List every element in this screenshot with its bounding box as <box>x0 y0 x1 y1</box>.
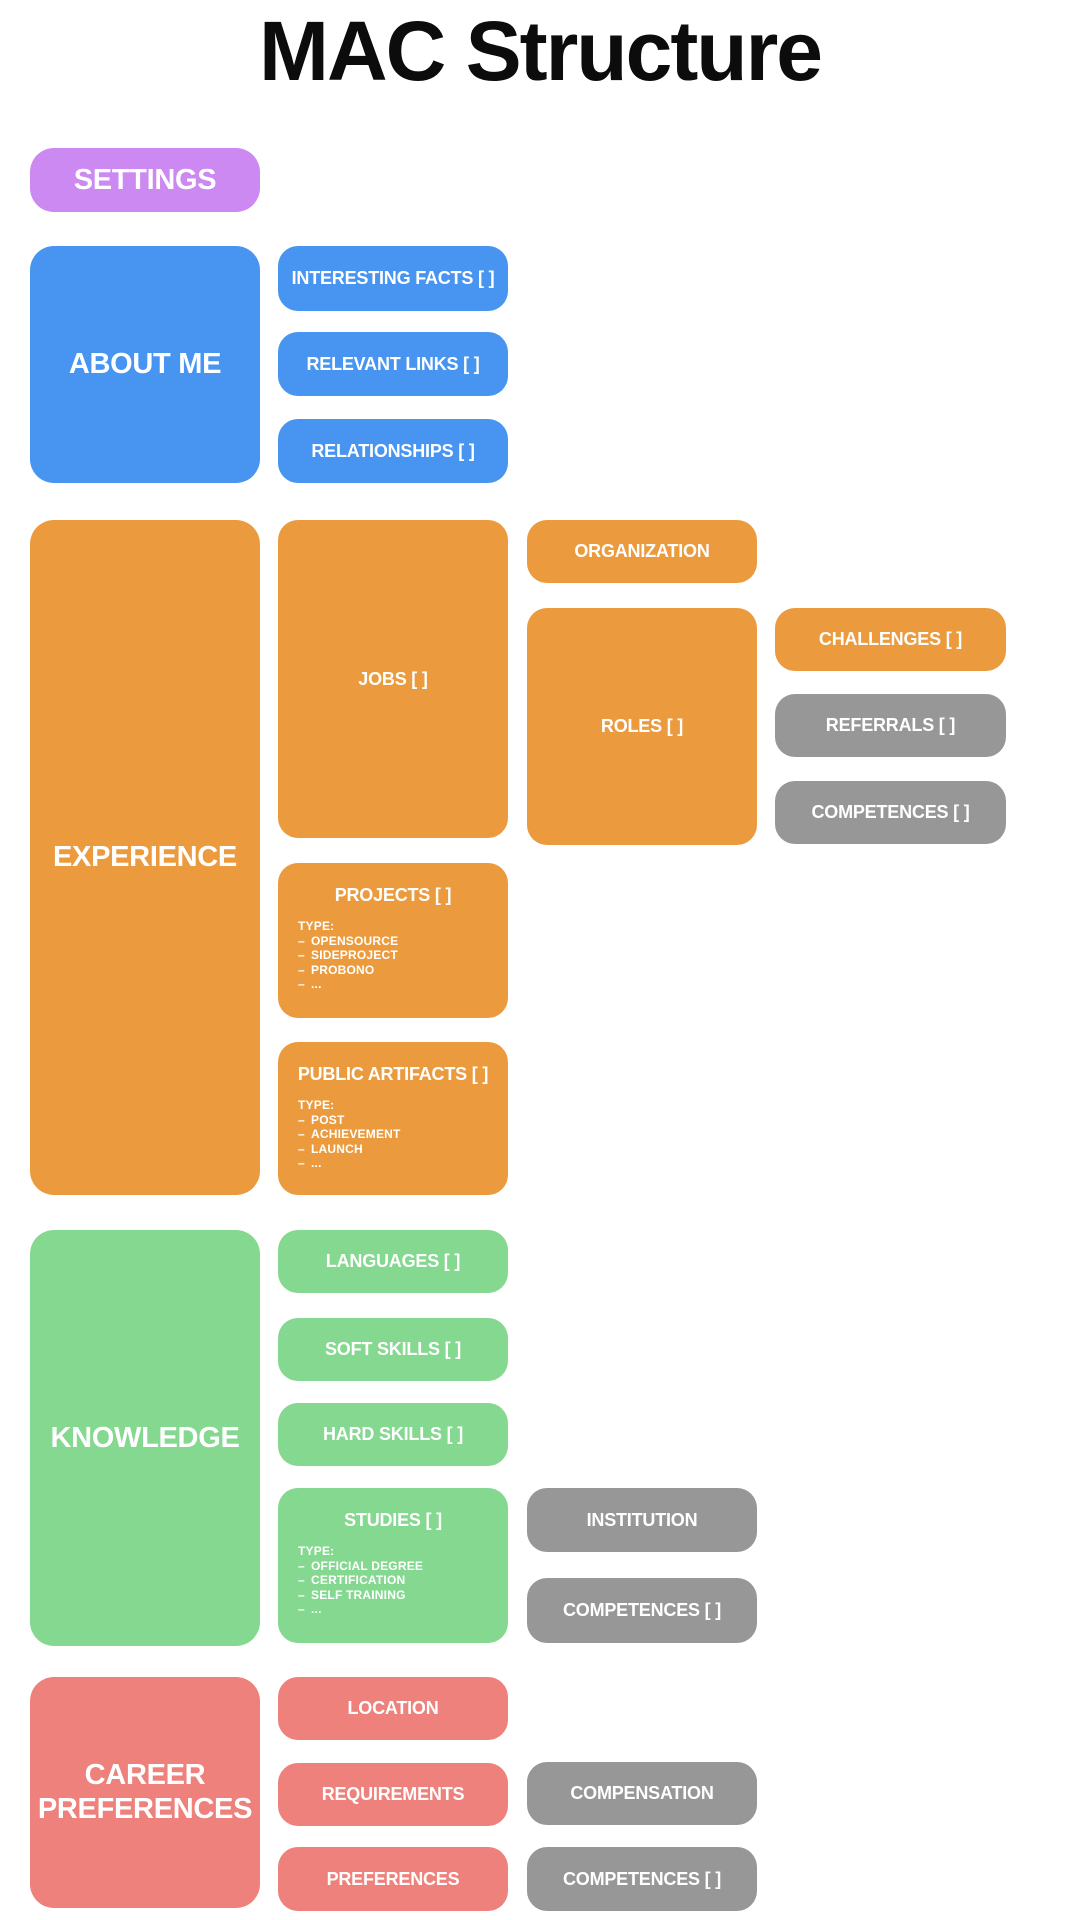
settings-label: SETTINGS <box>73 163 217 196</box>
roles-competences-label: COMPETENCES [ ] <box>811 802 970 822</box>
relevant-links-node: RELEVANT LINKS [ ] <box>278 332 508 396</box>
type-item: SELF TRAINING <box>298 1588 502 1603</box>
relevant-links-label: RELEVANT LINKS [ ] <box>306 353 480 374</box>
studies-competences-label: COMPETENCES [ ] <box>562 1600 721 1620</box>
location-node: LOCATION <box>278 1677 508 1740</box>
experience-label: EXPERIENCE <box>53 841 237 873</box>
requirements-node: REQUIREMENTS <box>278 1763 508 1826</box>
interesting-facts-node: INTERESTING FACTS [ ] <box>278 246 508 311</box>
requirements-competences-label: COMPETENCES [ ] <box>562 1868 721 1889</box>
organization-node: ORGANIZATION <box>527 520 757 583</box>
career-preferences-node: CAREER PREFERENCES <box>30 1677 260 1908</box>
roles-competences-node: COMPETENCES [ ] <box>775 781 1006 844</box>
languages-node: LANGUAGES [ ] <box>278 1230 508 1293</box>
relationships-node: RELATIONSHIPS [ ] <box>278 419 508 483</box>
relationships-label: RELATIONSHIPS [ ] <box>311 440 475 461</box>
roles-node: ROLES [ ] <box>527 608 757 845</box>
about-me-label: ABOUT ME <box>68 348 222 380</box>
type-item: PROBONO <box>298 963 502 978</box>
hard-skills-node: HARD SKILLS [ ] <box>278 1403 508 1466</box>
jobs-node: JOBS [ ] <box>278 520 508 838</box>
settings-node: SETTINGS <box>30 148 260 212</box>
compensation-node: COMPENSATION <box>527 1762 757 1825</box>
referrals-node: REFERRALS [ ] <box>775 694 1006 757</box>
requirements-label: REQUIREMENTS <box>321 1784 465 1804</box>
preferences-label: PREFERENCES <box>326 1868 460 1889</box>
studies-node: STUDIES [ ] TYPE: OFFICIAL DEGREE CERTIF… <box>278 1488 508 1643</box>
soft-skills-label: SOFT SKILLS [ ] <box>325 1339 461 1359</box>
public-artifacts-label: PUBLIC ARTIFACTS [ ] <box>297 1064 489 1084</box>
challenges-node: CHALLENGES [ ] <box>775 608 1006 671</box>
projects-node: PROJECTS [ ] TYPE: OPENSOURCE SIDEPROJEC… <box>278 863 508 1018</box>
type-item: CERTIFICATION <box>298 1573 502 1588</box>
type-item: ... <box>298 1156 502 1171</box>
knowledge-label: KNOWLEDGE <box>50 1421 240 1454</box>
projects-label: PROJECTS [ ] <box>334 885 452 905</box>
type-item: ... <box>298 977 502 992</box>
type-item: ACHIEVEMENT <box>298 1127 502 1142</box>
location-label: LOCATION <box>347 1698 439 1718</box>
projects-type-list: TYPE: OPENSOURCE SIDEPROJECT PROBONO ... <box>278 906 508 992</box>
preferences-node: PREFERENCES <box>278 1847 508 1911</box>
page-title: MAC Structure <box>258 4 823 98</box>
studies-label: STUDIES [ ] <box>344 1510 442 1530</box>
jobs-label: JOBS [ ] <box>358 668 428 689</box>
type-item: OFFICIAL DEGREE <box>298 1559 502 1574</box>
hard-skills-label: HARD SKILLS [ ] <box>323 1424 463 1444</box>
challenges-label: CHALLENGES [ ] <box>818 629 963 649</box>
compensation-label: COMPENSATION <box>570 1783 714 1803</box>
type-heading: TYPE: <box>298 1098 335 1112</box>
type-heading: TYPE: <box>298 919 335 933</box>
roles-label: ROLES [ ] <box>600 716 684 736</box>
experience-node: EXPERIENCE <box>30 520 260 1195</box>
type-item: SIDEPROJECT <box>298 948 502 963</box>
languages-label: LANGUAGES [ ] <box>325 1251 461 1271</box>
public-artifacts-type-list: TYPE: POST ACHIEVEMENT LAUNCH ... <box>278 1085 508 1171</box>
type-item: LAUNCH <box>298 1142 502 1157</box>
type-item: ... <box>298 1602 502 1617</box>
knowledge-node: KNOWLEDGE <box>30 1230 260 1646</box>
soft-skills-node: SOFT SKILLS [ ] <box>278 1318 508 1381</box>
referrals-label: REFERRALS [ ] <box>825 715 956 735</box>
public-artifacts-node: PUBLIC ARTIFACTS [ ] TYPE: POST ACHIEVEM… <box>278 1042 508 1195</box>
organization-label: ORGANIZATION <box>574 541 710 561</box>
career-preferences-label: CAREER PREFERENCES <box>37 1759 253 1825</box>
type-item: OPENSOURCE <box>298 934 502 949</box>
institution-node: INSTITUTION <box>527 1488 757 1552</box>
type-heading: TYPE: <box>298 1544 335 1558</box>
institution-label: INSTITUTION <box>586 1509 698 1530</box>
about-me-node: ABOUT ME <box>30 246 260 483</box>
type-item: POST <box>298 1113 502 1128</box>
studies-type-list: TYPE: OFFICIAL DEGREE CERTIFICATION SELF… <box>278 1531 508 1617</box>
requirements-competences-node: COMPETENCES [ ] <box>527 1847 757 1911</box>
studies-competences-node: COMPETENCES [ ] <box>527 1578 757 1643</box>
interesting-facts-label: INTERESTING FACTS [ ] <box>291 268 495 288</box>
